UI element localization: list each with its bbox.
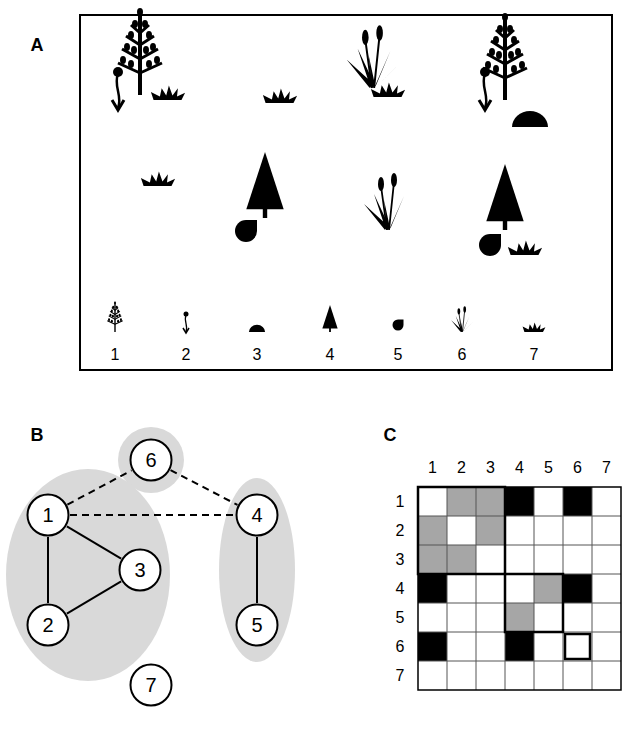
- plant-illustration: [107, 8, 548, 333]
- row-header: 6: [396, 639, 405, 655]
- column-header: 3: [486, 460, 495, 476]
- row-header: 3: [396, 552, 405, 568]
- tree-symbol: [483, 13, 527, 100]
- graph-node: 2: [26, 603, 70, 647]
- graph-node: 4: [235, 493, 279, 537]
- panel-frame: [80, 15, 612, 370]
- panel-label: B: [31, 426, 44, 444]
- column-header: 2: [457, 460, 466, 476]
- node-number: 2: [42, 615, 53, 635]
- dome-symbol: [512, 111, 548, 127]
- node-number: 4: [251, 505, 262, 525]
- grass-symbol: [141, 172, 175, 186]
- flower-symbol: [479, 67, 491, 110]
- drop-symbol: [479, 234, 501, 256]
- grass-symbol: [523, 322, 546, 332]
- block-outline: [565, 634, 590, 659]
- grid-lines: [418, 487, 621, 690]
- block-outline: [505, 574, 563, 632]
- grass-symbol: [151, 86, 185, 100]
- solid-link: [67, 581, 121, 613]
- column-header: 4: [515, 460, 524, 476]
- group-halos: [6, 427, 295, 681]
- species-number: 4: [326, 347, 335, 363]
- drop-symbol: [235, 220, 257, 242]
- node-number: 1: [42, 505, 53, 525]
- column-header: 1: [428, 460, 437, 476]
- node-number: 3: [134, 560, 145, 580]
- group-halo: [219, 478, 295, 662]
- graph-node: 3: [118, 548, 162, 592]
- grass-symbol: [371, 83, 405, 97]
- solid-link: [67, 526, 121, 558]
- reed-symbol: [347, 25, 400, 88]
- species-number: 3: [253, 347, 262, 363]
- conifer-symbol: [486, 164, 523, 230]
- row-header: 1: [396, 494, 405, 510]
- reed-symbol: [451, 306, 473, 332]
- dashed-link: [67, 470, 131, 504]
- node-number: 6: [145, 450, 156, 470]
- tree-symbol: [107, 302, 122, 332]
- species-number: 7: [530, 347, 539, 363]
- drop-symbol: [393, 320, 404, 331]
- group-halo: [6, 469, 170, 681]
- solid-link: [256, 537, 258, 603]
- tree-symbol: [118, 8, 162, 95]
- flower-symbol: [112, 67, 124, 110]
- grey-cells: [418, 487, 563, 632]
- graph-node: 7: [129, 663, 173, 707]
- panel-label: A: [31, 36, 44, 54]
- column-header: 6: [573, 460, 582, 476]
- species-number: 6: [458, 347, 467, 363]
- grass-symbol: [508, 241, 542, 255]
- grass-symbol: [263, 89, 297, 103]
- dome-symbol: [249, 325, 265, 332]
- graph-node: 1: [26, 493, 70, 537]
- conifer-symbol: [322, 305, 337, 332]
- column-header: 7: [602, 460, 611, 476]
- conifer-symbol: [246, 152, 283, 218]
- graph-node: 5: [235, 603, 279, 647]
- solid-link: [47, 537, 49, 603]
- block-outline: [418, 487, 505, 574]
- species-number: 2: [182, 347, 191, 363]
- row-header: 2: [396, 523, 405, 539]
- reed-symbol: [364, 173, 412, 230]
- dashed-link: [171, 470, 238, 505]
- node-number: 7: [145, 675, 156, 695]
- matrix-border: [418, 487, 621, 690]
- graph-node: 6: [129, 438, 173, 482]
- row-header: 4: [396, 581, 405, 597]
- adjacency-matrix: [418, 487, 621, 690]
- row-header: 5: [396, 610, 405, 626]
- row-header: 7: [396, 668, 405, 684]
- species-number: 1: [111, 347, 120, 363]
- flower-symbol: [183, 312, 189, 334]
- species-number: 5: [394, 347, 403, 363]
- column-header: 5: [544, 460, 553, 476]
- panel-label: C: [384, 426, 397, 444]
- node-number: 5: [251, 615, 262, 635]
- dashed-link: [70, 514, 235, 516]
